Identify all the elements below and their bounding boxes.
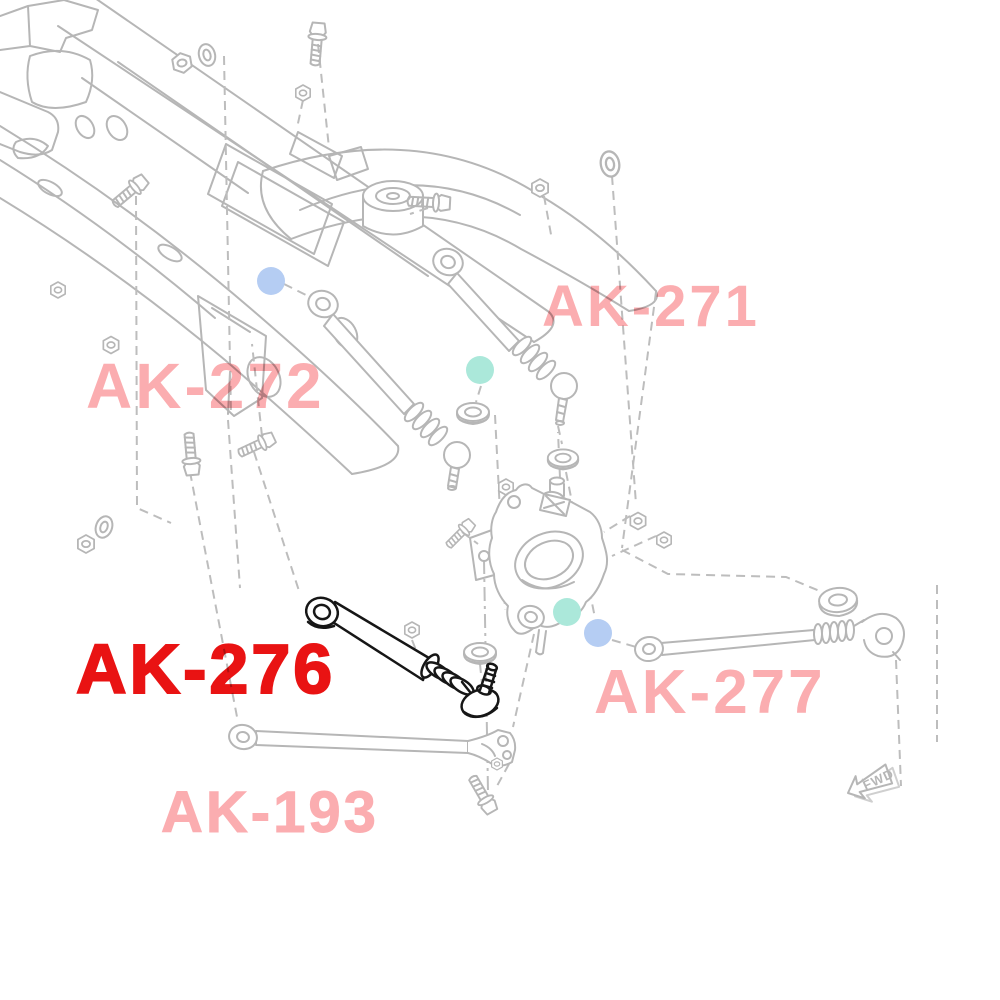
upper-arm-a-drawing: [307, 289, 471, 491]
part-label-ak271: AK-271: [542, 274, 760, 339]
washer-icon: [195, 41, 219, 69]
bolt-icon: [304, 21, 329, 68]
upper-arm-marker-dot: [466, 356, 494, 384]
nut-icon: [49, 281, 66, 299]
bushing-cup-icon: [455, 402, 491, 425]
nut-icon: [403, 621, 421, 639]
washer-icon: [597, 148, 623, 180]
upper-arm-b-drawing: [432, 247, 578, 426]
bolt-icon: [463, 771, 501, 817]
marker-dots: [257, 267, 612, 647]
part-label-ak193: AK-193: [161, 780, 379, 845]
part-label-ak276-highlighted: AK-276: [75, 630, 336, 708]
highlighted-part-ak276-drawing: [304, 596, 500, 719]
part-label-ak277: AK-277: [594, 658, 826, 727]
bolt-icon: [107, 171, 152, 213]
knuckle-drawing: [469, 476, 609, 656]
nut-icon: [531, 178, 549, 198]
nut-icon: [77, 534, 95, 554]
nut-icon: [170, 50, 194, 76]
knuckle-marker-dot-blue: [584, 619, 612, 647]
lower-arm-drawing: [228, 723, 517, 771]
nut-icon: [294, 84, 312, 102]
part-label-ak272: AK-272: [86, 350, 325, 422]
bushing-icon: [817, 585, 860, 619]
fwd-direction-arrow: FWD: [847, 763, 901, 803]
nut-icon: [629, 511, 647, 531]
nut-icon: [655, 531, 673, 549]
bushing-cup-icon: [546, 448, 580, 471]
washer-icon: [91, 512, 117, 542]
bushing-cup-icon: [462, 642, 498, 665]
knuckle-marker-dot-teal: [553, 598, 581, 626]
bolt-icon: [178, 430, 203, 477]
toe-arm-drawing: [634, 612, 905, 663]
subframe-marker-dot: [257, 267, 285, 295]
leader-lines: [135, 43, 938, 793]
